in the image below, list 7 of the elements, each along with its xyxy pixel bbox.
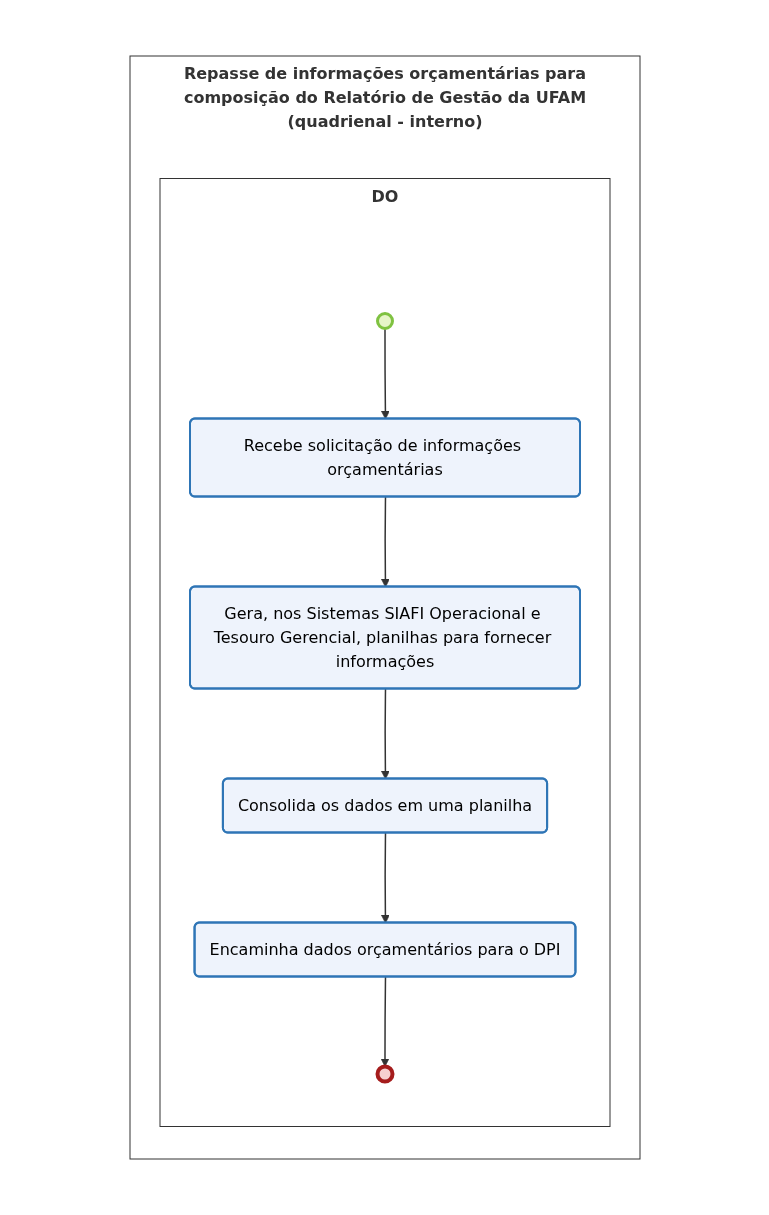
arrow — [380, 688, 390, 780]
arrow — [380, 832, 390, 924]
arrow — [380, 976, 389, 1067]
node-circle — [375, 1064, 394, 1084]
arrow — [380, 327, 390, 420]
node-circle — [375, 312, 394, 330]
arrow — [380, 496, 390, 588]
